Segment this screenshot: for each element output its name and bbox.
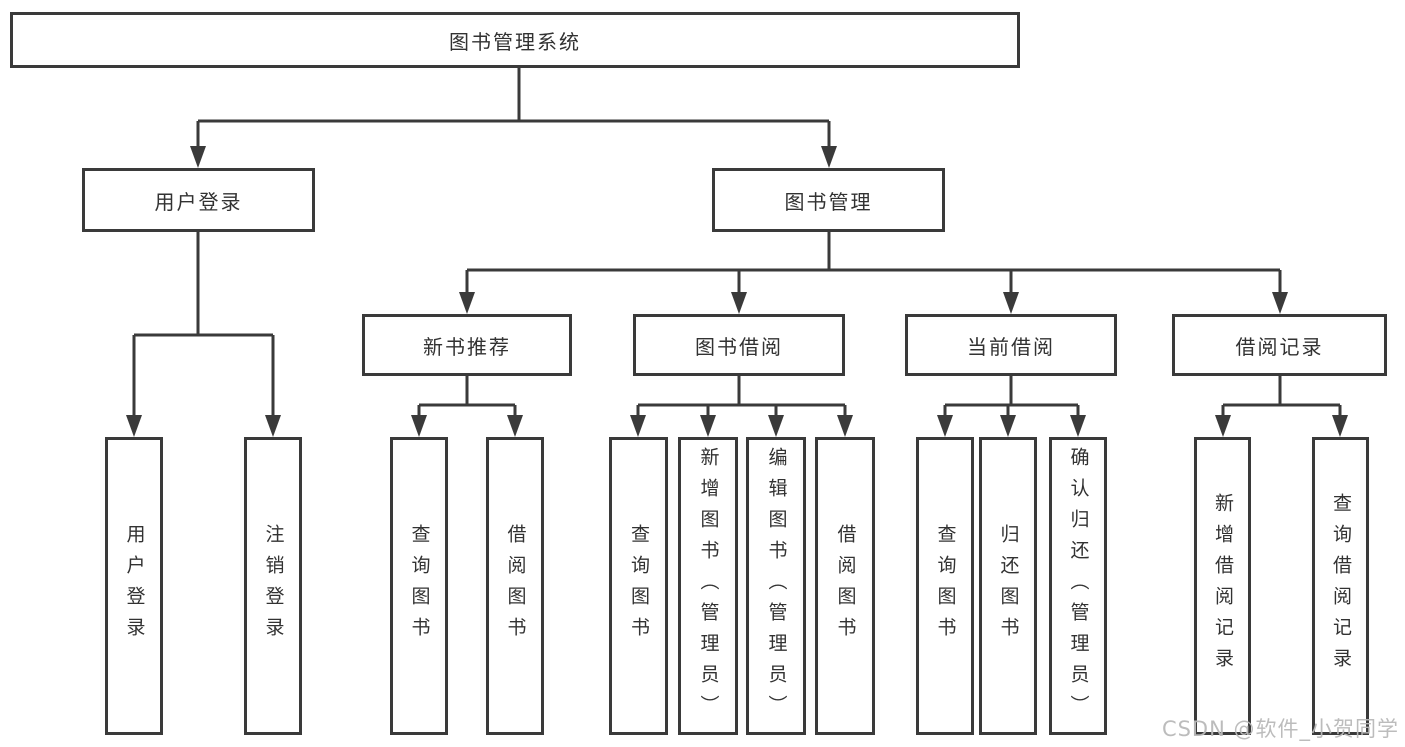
connector-user-login-children [126, 232, 281, 437]
leaf-borrow-books-recommend: 借阅图书 [486, 437, 544, 735]
connector-borrow-records-children [1215, 376, 1348, 437]
leaf-borrow-books-recommend-label: 借阅图书 [504, 524, 527, 648]
node-user-login-label: 用户登录 [154, 189, 243, 214]
csdn-watermark: CSDN @软件_小贺同学 [1161, 717, 1399, 741]
leaf-edit-book-admin: 编辑图书（管理员） [746, 437, 806, 735]
leaf-borrow-books-2-label: 借阅图书 [834, 524, 857, 648]
leaf-query-books-current-label: 查询图书 [934, 524, 957, 648]
leaf-edit-book-admin-label: 编辑图书（管理员） [765, 446, 788, 726]
node-borrow-records-label: 借阅记录 [1235, 334, 1324, 359]
leaf-user-login-label: 用户登录 [123, 524, 146, 648]
leaf-add-borrow-record-label: 新增借阅记录 [1212, 493, 1234, 679]
leaf-return-books: 归还图书 [979, 437, 1037, 735]
leaf-borrow-books-2: 借阅图书 [815, 437, 875, 735]
node-new-book-recommend: 新书推荐 [362, 314, 572, 376]
leaf-query-borrow-record-label: 查询借阅记录 [1330, 493, 1352, 679]
leaf-add-borrow-record: 新增借阅记录 [1194, 437, 1251, 735]
connector-current-borrow-children [937, 376, 1086, 437]
node-new-book-recommend-label: 新书推荐 [423, 334, 511, 359]
node-book-borrow-label: 图书借阅 [695, 334, 783, 359]
connector-new-book-recommend-children [411, 376, 523, 437]
node-borrow-records: 借阅记录 [1172, 314, 1387, 376]
root-node: 图书管理系统 [10, 12, 1020, 68]
leaf-add-book-admin-label: 新增图书（管理员） [697, 446, 720, 726]
node-current-borrow: 当前借阅 [905, 314, 1117, 376]
leaf-confirm-return-admin-label: 确认归还（管理员） [1067, 446, 1090, 726]
leaf-user-login: 用户登录 [105, 437, 163, 735]
leaf-query-books-borrow: 查询图书 [609, 437, 668, 735]
leaf-query-books-recommend-label: 查询图书 [408, 524, 431, 648]
root-node-label: 图书管理系统 [449, 29, 581, 54]
leaf-return-books-label: 归还图书 [997, 524, 1020, 648]
node-book-borrow: 图书借阅 [633, 314, 845, 376]
leaf-add-book-admin: 新增图书（管理员） [678, 437, 738, 735]
leaf-confirm-return-admin: 确认归还（管理员） [1049, 437, 1107, 735]
leaf-query-books-current: 查询图书 [916, 437, 974, 735]
leaf-query-borrow-record: 查询借阅记录 [1312, 437, 1369, 735]
node-book-management: 图书管理 [712, 168, 945, 232]
connector-book-management-children [459, 232, 1288, 314]
node-book-management-label: 图书管理 [784, 189, 873, 214]
leaf-query-books-borrow-label: 查询图书 [628, 524, 650, 648]
leaf-logout-label: 注销登录 [262, 524, 285, 648]
leaf-logout: 注销登录 [244, 437, 302, 735]
connector-book-borrow-children [630, 376, 853, 437]
node-current-borrow-label: 当前借阅 [967, 334, 1055, 359]
connector-root-to-level2 [190, 68, 837, 168]
node-user-login: 用户登录 [82, 168, 315, 232]
leaf-query-books-recommend: 查询图书 [390, 437, 448, 735]
